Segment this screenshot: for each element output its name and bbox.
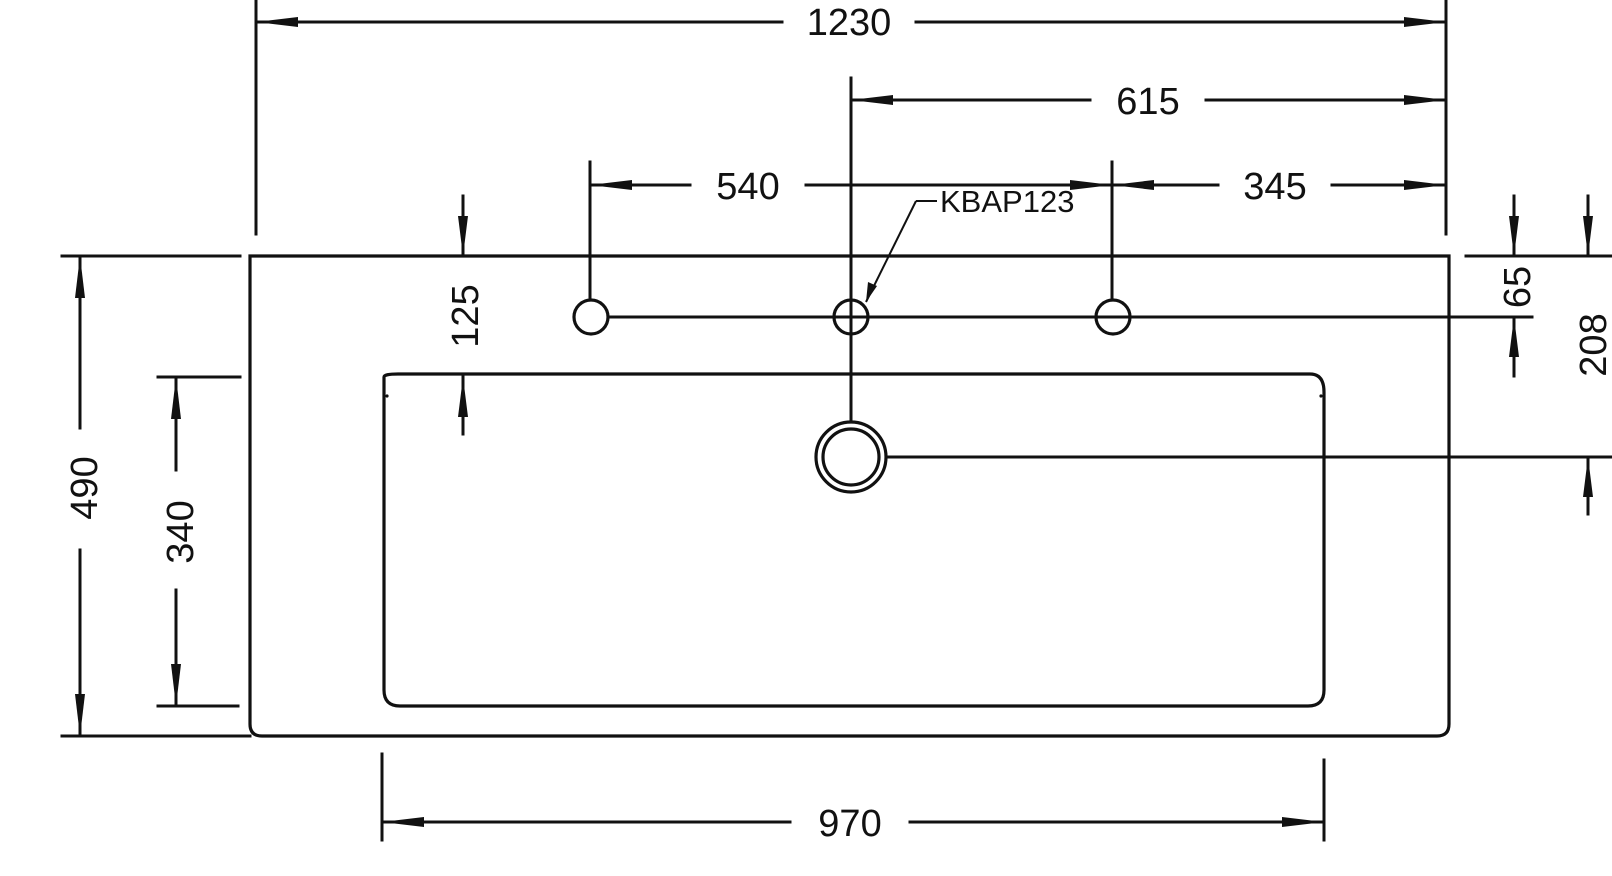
dimension-label: 970: [818, 803, 881, 845]
dimension-125: 125: [445, 194, 487, 436]
dimension-label: 345: [1243, 166, 1306, 208]
dimension-65: 65: [1497, 194, 1539, 378]
basin-bowl-outline: [382, 372, 1326, 708]
dimension-615: 615: [849, 81, 1448, 123]
dimension-540: 540: [588, 166, 1114, 208]
dimension-label: 490: [64, 456, 106, 519]
dimension-208: 208: [1573, 194, 1612, 516]
dimension-label: 125: [445, 284, 487, 347]
washbasin-outline: [248, 254, 1451, 738]
model-label-leader: KBAP123: [865, 184, 1074, 303]
model-label: KBAP123: [940, 184, 1074, 219]
waste-outlet-outer: [814, 420, 888, 494]
dimension-label: 1230: [807, 2, 892, 44]
dimension-490: 490: [64, 254, 106, 738]
dimension-label: 615: [1116, 81, 1179, 123]
dimension-345: 345: [1110, 166, 1448, 208]
dimension-label: 340: [160, 500, 202, 563]
dimension-label: 65: [1497, 266, 1539, 308]
basin-corner-mark: [1319, 394, 1323, 398]
dimension-1230: 1230: [254, 2, 1448, 44]
basin-corner-mark: [385, 394, 389, 398]
dimension-label: 540: [716, 166, 779, 208]
dimension-label: 208: [1573, 313, 1612, 376]
tap-hole-left: [572, 298, 610, 336]
waste-outlet-inner: [821, 427, 881, 487]
dimension-340: 340: [160, 375, 202, 708]
dimension-970: 970: [380, 803, 1326, 845]
